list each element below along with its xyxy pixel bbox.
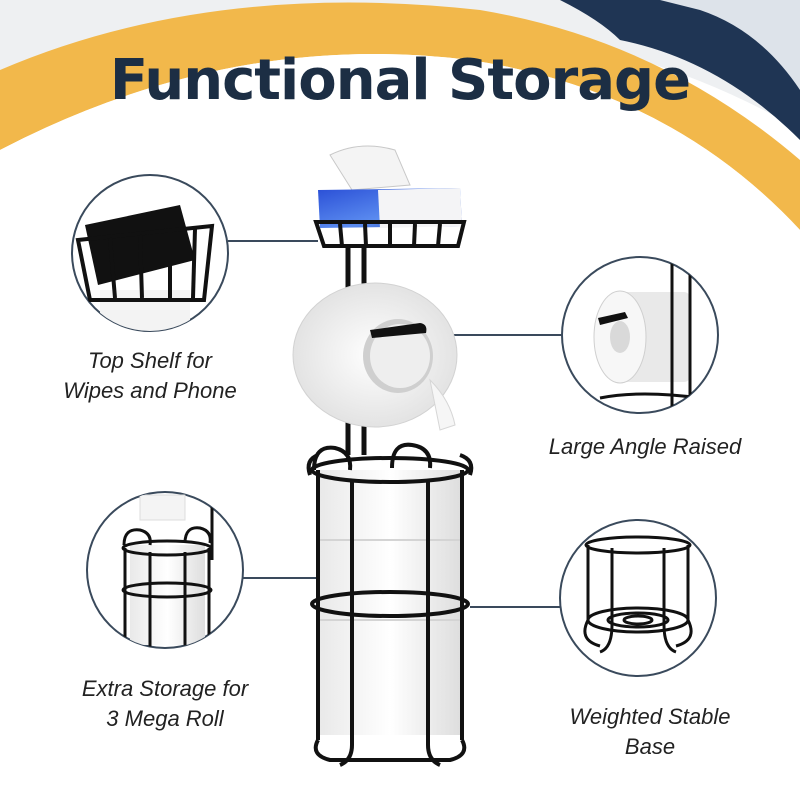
- caption-line-2: Base: [624, 734, 676, 759]
- caption-line-1: Top Shelf for: [88, 348, 212, 373]
- detail-circle-top-shelf: [71, 174, 229, 332]
- caption-weighted-base: Weighted Stable Base: [530, 702, 770, 762]
- main-product: [292, 145, 474, 767]
- caption-line-1: Large Angle Raised: [548, 434, 742, 459]
- connector-lines: [228, 240, 562, 608]
- caption-line-1: Weighted Stable: [569, 704, 731, 729]
- storage-cage: [306, 442, 474, 767]
- caption-large-angle: Large Angle Raised: [520, 432, 770, 462]
- caption-line-2: Wipes and Phone: [63, 378, 237, 403]
- caption-top-shelf: Top Shelf for Wipes and Phone: [30, 346, 270, 406]
- top-shelf: [313, 220, 467, 248]
- caption-extra-storage: Extra Storage for 3 Mega Roll: [40, 674, 290, 734]
- detail-circle-large-angle: [561, 256, 719, 414]
- toilet-roll-large: [292, 282, 458, 431]
- caption-line-1: Extra Storage for: [81, 676, 249, 701]
- detail-circle-weighted-base: [559, 519, 717, 677]
- caption-line-2: 3 Mega Roll: [106, 706, 224, 731]
- page-title: Functional Storage: [109, 48, 691, 113]
- detail-circle-extra-storage: [86, 491, 244, 649]
- tissue-box: [318, 145, 462, 228]
